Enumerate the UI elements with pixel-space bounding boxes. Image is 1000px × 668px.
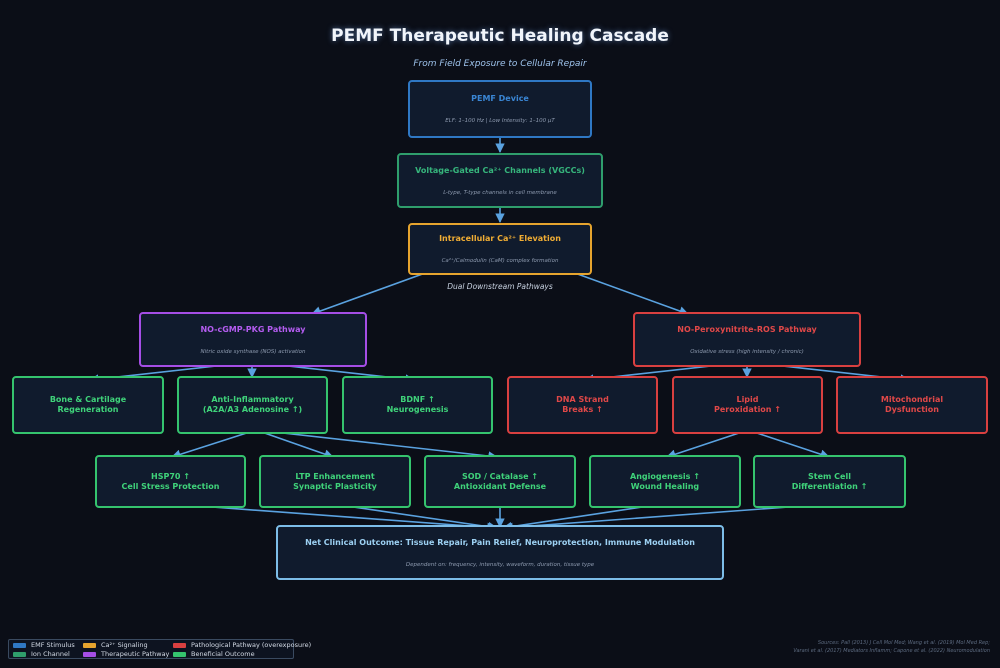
legend-label: EMF Stimulus xyxy=(31,641,75,649)
arrow-anti-to-sod xyxy=(255,429,498,461)
node-subtitle: Ca²⁺/Calmodulin (CaM) complex formation xyxy=(441,258,559,264)
node-subtitle: Dependent on: frequency, intensity, wave… xyxy=(405,561,595,568)
legend-item-ca: Ca²⁺ Signaling xyxy=(83,641,148,649)
legend-item-pathological: Pathological Pathway (overexposure) xyxy=(173,641,311,649)
arrow-stem-to-outcome xyxy=(503,503,830,533)
node-title: BDNF ↑ Neurogenesis xyxy=(386,395,449,414)
legend-item-ion: Ion Channel xyxy=(13,650,70,658)
node-title: Intracellular Ca²⁺ Elevation xyxy=(439,234,561,243)
node-mitochondrial-dysfunction: Mitochondrial Dysfunction xyxy=(836,376,988,434)
node-title: Angiogenesis ↑ Wound Healing xyxy=(630,471,700,491)
legend-swatch xyxy=(83,642,96,648)
node-title: PEMF Device xyxy=(471,94,529,103)
node-no-cgmp-pkg: NO-cGMP-PKG Pathway Nitric oxide synthas… xyxy=(139,312,367,367)
legend-label: Pathological Pathway (overexposure) xyxy=(191,641,312,649)
node-title: NO-Peroxynitrite-ROS Pathway xyxy=(677,324,817,334)
page-title: PEMF Therapeutic Healing Cascade xyxy=(331,26,669,46)
node-title: Stem Cell Differentiation ↑ xyxy=(791,471,868,491)
node-title: LTP Enhancement Synaptic Plasticity xyxy=(293,471,377,491)
node-ltp: LTP Enhancement Synaptic Plasticity xyxy=(259,455,411,508)
arrow-ca-to-noros xyxy=(571,271,689,316)
node-stem-cell: Stem Cell Differentiation ↑ xyxy=(753,455,906,508)
arrow-lipid-to-stem xyxy=(747,429,830,459)
dual-pathways-label: Dual Downstream Pathways xyxy=(447,282,553,291)
legend-label: Ion Channel xyxy=(31,650,70,658)
node-title: Anti-Inflammatory (A2A/A3 Adenosine ↑) xyxy=(202,395,303,414)
node-lipid-peroxidation: Lipid Peroxidation ↑ xyxy=(672,376,823,434)
legend-swatch xyxy=(13,651,26,657)
node-anti-inflammatory: Anti-Inflammatory (A2A/A3 Adenosine ↑) xyxy=(177,376,328,434)
node-net-clinical-outcome: Net Clinical Outcome: Tissue Repair, Pai… xyxy=(276,525,724,580)
node-bdnf: BDNF ↑ Neurogenesis xyxy=(342,376,493,434)
arrow-ca-to-nocgmp xyxy=(311,271,429,316)
node-ca-elevation: Intracellular Ca²⁺ Elevation Ca²⁺/Calmod… xyxy=(408,223,592,275)
node-title: Mitochondrial Dysfunction xyxy=(880,395,944,414)
node-title: SOD / Catalase ↑ Antioxidant Defense xyxy=(453,471,547,491)
page-subtitle: From Field Exposure to Cellular Repair xyxy=(413,59,587,69)
node-sod-catalase: SOD / Catalase ↑ Antioxidant Defense xyxy=(424,455,576,508)
arrow-hsp70-to-outcome xyxy=(171,503,497,533)
legend-item-therapeutic: Therapeutic Pathway xyxy=(83,650,169,658)
arrow-anti-to-ltp xyxy=(255,429,334,459)
legend-label: Therapeutic Pathway xyxy=(101,650,170,658)
arrow-lipid-to-angio xyxy=(666,429,749,459)
legend-swatch xyxy=(173,642,186,648)
node-title: NO-cGMP-PKG Pathway xyxy=(200,324,306,334)
legend-swatch xyxy=(13,642,26,648)
node-subtitle: L-type, T-type channels in cell membrane xyxy=(443,189,557,196)
legend-label: Beneficial Outcome xyxy=(191,650,255,658)
node-title: Voltage-Gated Ca²⁺ Channels (VGCCs) xyxy=(415,165,585,175)
node-title: Lipid Peroxidation ↑ xyxy=(713,395,781,414)
node-title: DNA Strand Breaks ↑ xyxy=(556,395,609,414)
arrow-angio-to-outcome xyxy=(502,503,663,532)
legend-swatch xyxy=(83,651,96,657)
legend-swatch xyxy=(173,651,186,657)
arrow-anti-to-hsp70 xyxy=(171,429,257,459)
legend-item-beneficial: Beneficial Outcome xyxy=(173,650,255,658)
legend-item-emf: EMF Stimulus xyxy=(13,641,75,649)
node-hsp70: HSP70 ↑ Cell Stress Protection xyxy=(95,455,246,508)
node-title: Bone & Cartilage Regeneration xyxy=(49,395,127,414)
node-title: Net Clinical Outcome: Tissue Repair, Pai… xyxy=(305,537,695,547)
node-title: HSP70 ↑ Cell Stress Protection xyxy=(121,471,220,491)
legend-label: Ca²⁺ Signaling xyxy=(101,641,148,649)
node-pemf-device: PEMF Device ELF: 1–100 Hz | Low Intensit… xyxy=(408,80,592,138)
node-subtitle: ELF: 1–100 Hz | Low Intensity: 1–100 μT xyxy=(445,118,555,124)
sources-citation: Sources: Pall (2013) J Cell Mol Med; Wan… xyxy=(670,640,990,655)
node-subtitle: Oxidative stress (high intensity / chron… xyxy=(690,348,804,355)
sources-line-1: Sources: Pall (2013) J Cell Mol Med; Wan… xyxy=(817,640,990,646)
arrow-ltp-to-outcome xyxy=(332,503,498,532)
legend: EMF Stimulus Ion Channel Ca²⁺ Signaling … xyxy=(8,639,311,659)
sources-line-2: Varani et al. (2017) Mediators Inflamm; … xyxy=(793,647,990,654)
node-dna-breaks: DNA Strand Breaks ↑ xyxy=(507,376,658,434)
node-bone-cartilage: Bone & Cartilage Regeneration xyxy=(12,376,164,434)
node-no-peroxynitrite-ros: NO-Peroxynitrite-ROS Pathway Oxidative s… xyxy=(633,312,861,367)
node-angiogenesis: Angiogenesis ↑ Wound Healing xyxy=(589,455,741,508)
node-subtitle: Nitric oxide synthase (NOS) activation xyxy=(200,348,306,355)
node-vgcc: Voltage-Gated Ca²⁺ Channels (VGCCs) L-ty… xyxy=(397,153,603,208)
